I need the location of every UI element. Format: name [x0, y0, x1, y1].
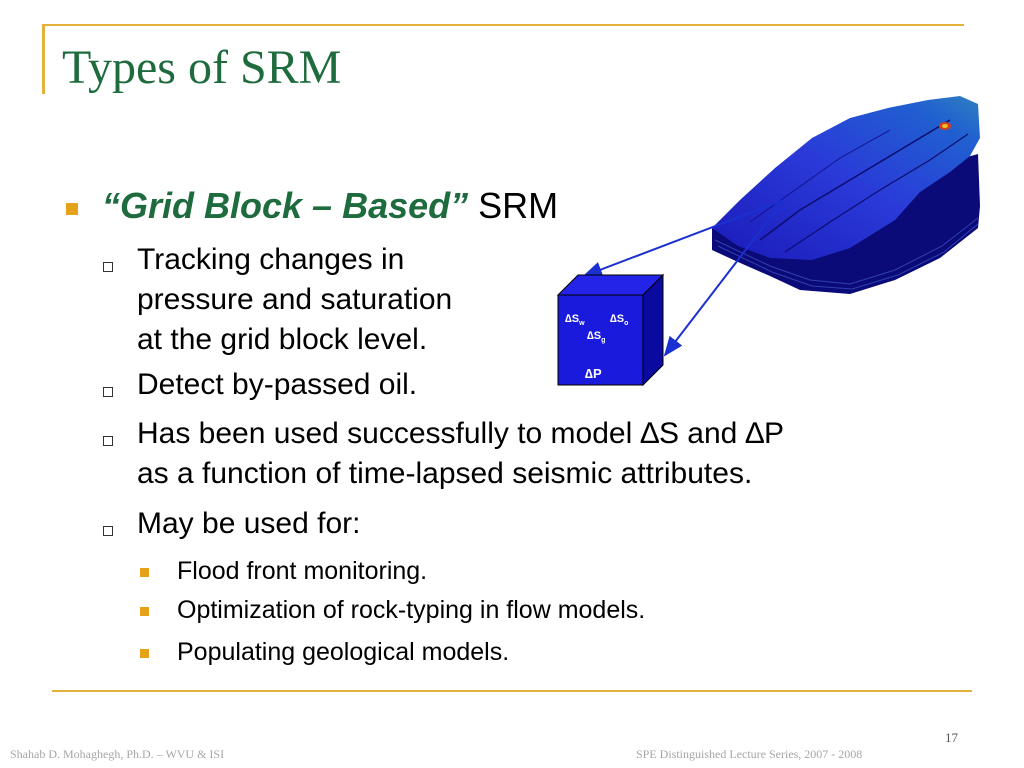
delta-sg-label: ∆Sg — [587, 330, 605, 344]
level3-bullet — [140, 568, 149, 577]
sub-list-item: Populating geological models. — [177, 638, 510, 666]
delta-sg: ∆S — [587, 330, 601, 342]
cube-side-face — [642, 273, 664, 387]
layer-line — [714, 217, 979, 285]
fault-line — [759, 119, 951, 241]
fault-line — [749, 129, 891, 223]
list-item-line: Detect by-passed oil. — [137, 368, 418, 401]
level3-bullet — [140, 649, 149, 658]
layer-line — [717, 223, 979, 290]
level2-bullet — [103, 387, 113, 397]
hotspot — [942, 124, 948, 128]
heading-rest: SRM — [468, 185, 559, 226]
frame-top-line — [42, 24, 964, 26]
level3-bullet — [140, 607, 149, 616]
page-number: 17 — [945, 730, 958, 745]
sub-list-item: Flood front monitoring. — [177, 557, 428, 585]
level1-heading: “Grid Block – Based” SRM — [102, 185, 558, 227]
delta-so-sub: o — [624, 320, 628, 327]
delta-p-label: ∆P — [585, 366, 602, 381]
heading-emphasis: “Grid Block – Based” — [102, 185, 469, 226]
grid-block-cube: ∆Sw ∆So ∆Sg ∆P — [556, 273, 665, 387]
delta-sw-label: ∆Sw — [565, 313, 585, 327]
level2-bullet — [103, 526, 113, 536]
frame-left-line — [42, 24, 45, 94]
sub-list-item: Optimization of rock-typing in flow mode… — [177, 596, 646, 624]
list-item-line: Tracking changes in — [137, 243, 405, 276]
list-item-line: May be used for: — [137, 507, 361, 540]
footer-author: Shahab D. Mohaghegh, Ph.D. – WVU & ISI — [10, 747, 225, 761]
list-item-line: as a function of time-lapsed seismic att… — [137, 457, 753, 490]
cube-front-face — [557, 294, 644, 386]
slide-title: Types of SRM — [62, 41, 342, 94]
delta-so-label: ∆So — [610, 313, 628, 327]
reservoir-surface — [712, 96, 980, 260]
frame-bottom-line — [52, 690, 972, 692]
arrow-to-cube-top — [582, 199, 785, 278]
list-item-line: pressure and saturation — [137, 283, 453, 316]
list-item-line: at the grid block level. — [137, 323, 428, 356]
level2-bullet — [103, 262, 113, 272]
level1-bullet — [66, 203, 78, 215]
list-item-line: Has been used successfully to model ∆S a… — [137, 417, 785, 450]
fault-line — [784, 133, 969, 253]
delta-sg-sub: g — [601, 337, 605, 344]
delta-sw-sub: w — [578, 320, 585, 327]
reservoir-figure: ∆Sw ∆So ∆Sg ∆P — [556, 96, 980, 387]
delta-so: ∆S — [610, 313, 624, 325]
level2-bullet — [103, 436, 113, 446]
footer-series: SPE Distinguished Lecture Series, 2007 -… — [636, 747, 863, 761]
delta-sw: ∆S — [565, 313, 579, 325]
arrow-to-cube-bottom — [663, 199, 785, 357]
